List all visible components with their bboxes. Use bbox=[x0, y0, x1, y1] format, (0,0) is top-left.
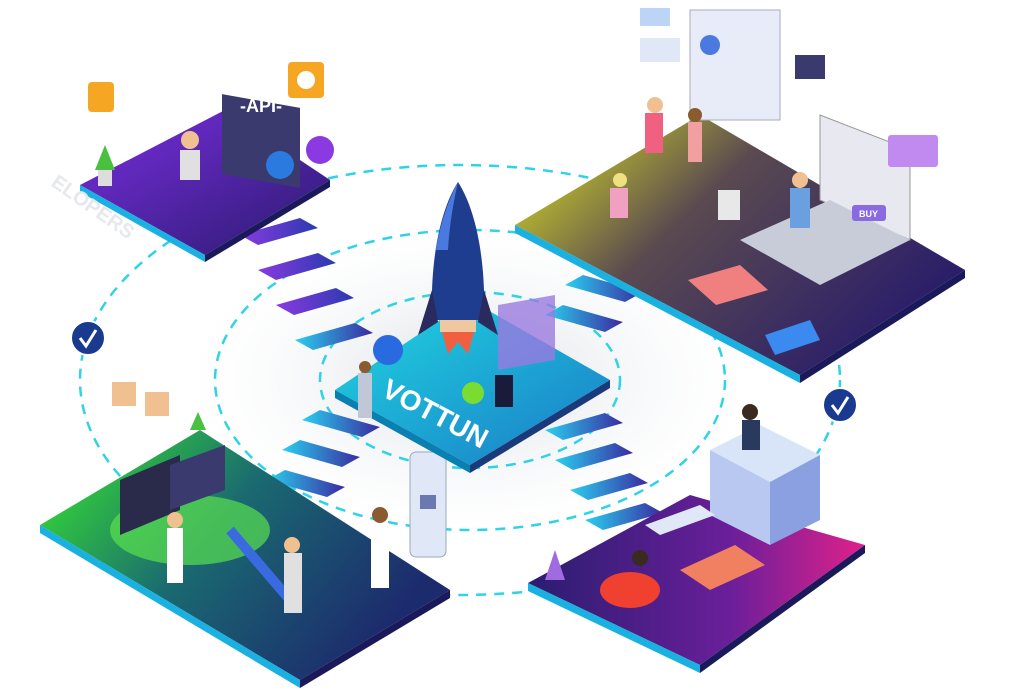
gear-icon bbox=[306, 136, 334, 164]
rocket-flame bbox=[442, 332, 474, 354]
clock-icon bbox=[88, 82, 114, 112]
developers-platform: -API- ELOPERS bbox=[47, 62, 334, 262]
rocket bbox=[418, 182, 498, 354]
person bbox=[632, 550, 648, 566]
check-badge bbox=[822, 387, 858, 423]
tools-platform bbox=[40, 382, 450, 688]
laptop-keyboard bbox=[740, 200, 910, 285]
buy-label: BUY bbox=[859, 209, 878, 219]
checkmark-icon bbox=[78, 329, 98, 349]
chip-icon bbox=[145, 392, 169, 416]
gear-icon bbox=[266, 151, 294, 179]
shopping-bag bbox=[718, 190, 740, 220]
document-icon bbox=[495, 375, 513, 407]
code-screen bbox=[120, 455, 180, 535]
credit-card bbox=[688, 265, 768, 305]
gear-wrench-icon bbox=[373, 335, 403, 365]
plant-icon bbox=[545, 550, 565, 580]
webpage-card bbox=[689, 9, 781, 121]
plant-icon bbox=[95, 145, 115, 170]
person bbox=[372, 507, 388, 523]
office-platform bbox=[528, 404, 865, 673]
gear-icon bbox=[297, 71, 315, 89]
ecommerce-platform: BUY bbox=[515, 8, 965, 383]
beanbag bbox=[600, 572, 660, 608]
check-shield-icon bbox=[462, 382, 484, 404]
profile-card bbox=[888, 135, 938, 167]
person bbox=[613, 173, 627, 187]
connector-bars bbox=[240, 218, 663, 530]
person bbox=[792, 172, 808, 188]
person bbox=[167, 512, 183, 528]
tablet bbox=[680, 545, 765, 590]
chip-icon bbox=[112, 382, 136, 406]
person-developer bbox=[181, 131, 199, 149]
code-panel bbox=[498, 295, 555, 370]
vottun-platform: VOTTUN bbox=[335, 295, 610, 473]
person bbox=[359, 361, 371, 373]
building-roof bbox=[710, 425, 820, 482]
person bbox=[284, 537, 300, 553]
phone bbox=[765, 320, 820, 355]
api-label: -API- bbox=[240, 96, 282, 116]
check-badge bbox=[70, 320, 106, 356]
checkmark-icon bbox=[830, 396, 850, 416]
person bbox=[688, 108, 702, 122]
wrench-icon bbox=[226, 526, 294, 604]
lock-icon bbox=[420, 495, 436, 509]
person bbox=[742, 404, 758, 420]
person bbox=[647, 97, 663, 113]
plant-icon bbox=[190, 412, 206, 430]
building bbox=[710, 450, 770, 545]
